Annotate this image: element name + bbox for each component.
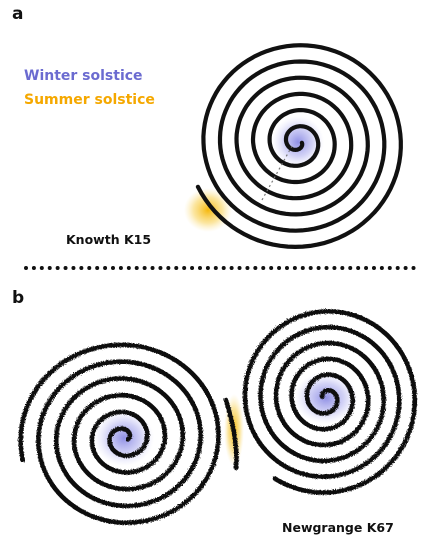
legend-summer-solstice: Summer solstice xyxy=(24,92,155,108)
knowth-radial-scratch xyxy=(261,145,293,201)
knowth-spiral xyxy=(195,43,403,249)
panel-b-label: b xyxy=(12,288,25,308)
legend-winter-solstice: Winter solstice xyxy=(24,68,143,84)
newgrange-left-spiral xyxy=(18,342,221,525)
summer-solstice-glow-a xyxy=(184,188,232,232)
caption-knowth: Knowth K15 xyxy=(66,232,152,247)
panel-a-label: a xyxy=(12,4,24,24)
panel-divider xyxy=(24,266,416,270)
newgrange-connector xyxy=(223,397,239,471)
newgrange-right-spiral xyxy=(242,308,418,495)
caption-newgrange: Newgrange K67 xyxy=(282,520,394,535)
